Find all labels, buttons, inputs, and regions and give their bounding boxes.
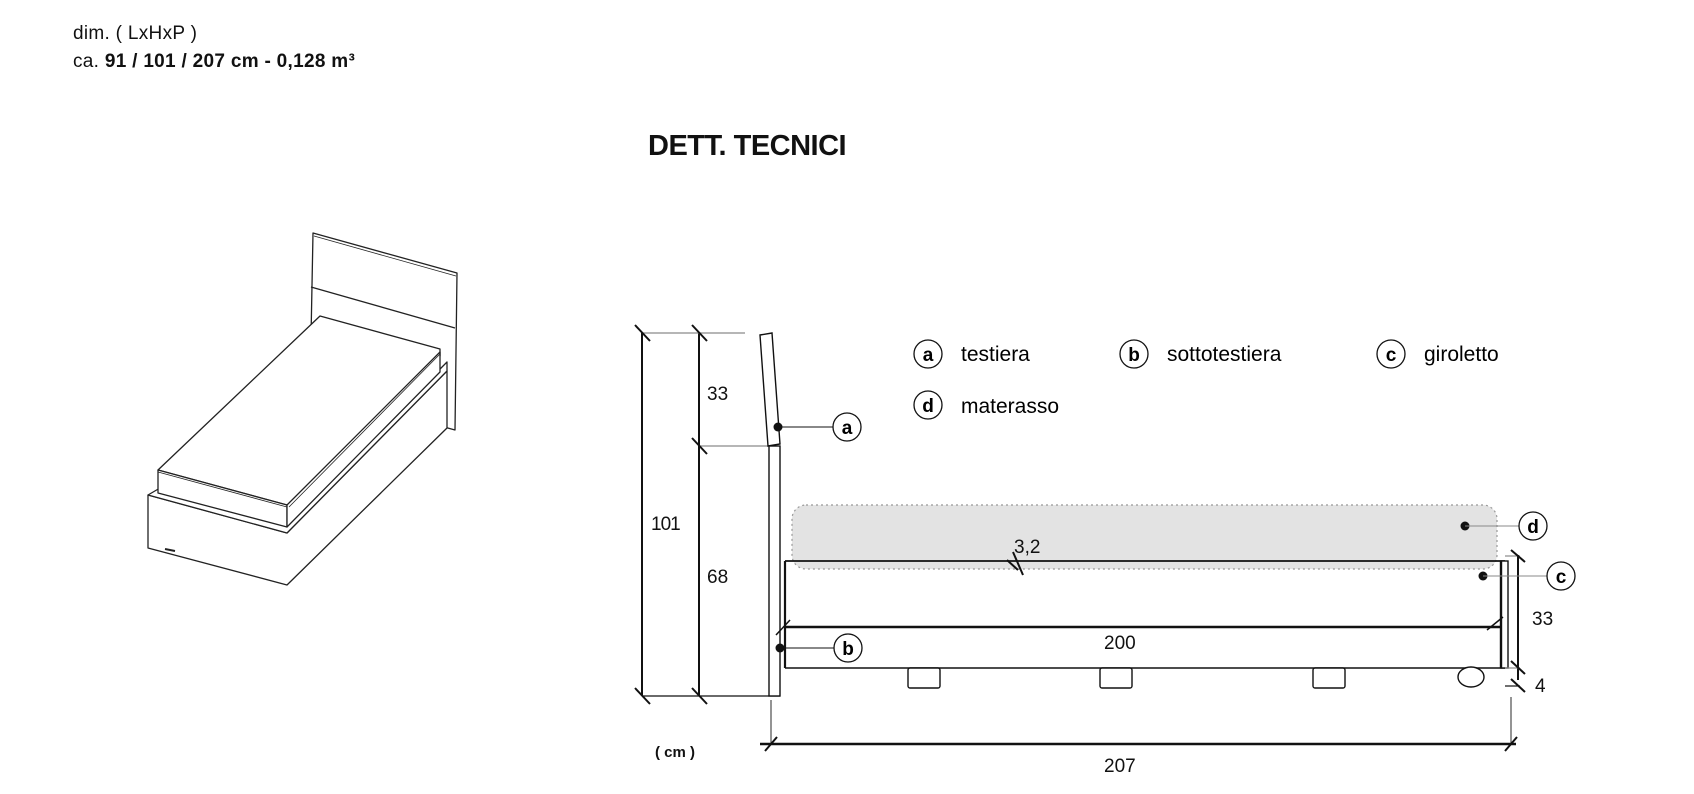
- section-title: DETT. TECNICI: [648, 130, 847, 162]
- dim-frame-height: 33: [1532, 609, 1553, 630]
- legend-item-b: b sottotestiera: [1119, 339, 1282, 369]
- callout-c: c: [1478, 561, 1576, 591]
- dimensions-prefix: ca.: [73, 51, 100, 72]
- dim-lower-height: 68: [707, 567, 728, 588]
- dimensions-label: dim. ( LxHxP ): [73, 23, 198, 44]
- unit-label: ( cm ): [655, 744, 695, 761]
- dimensions-numbers: 91 / 101 / 207 cm - 0,128 m³: [104, 51, 356, 72]
- svg-text:d: d: [922, 396, 934, 417]
- legend: a testiera b sottotestiera c giroletto d…: [913, 339, 1499, 420]
- svg-text:b: b: [1128, 345, 1140, 366]
- isometric-bed-illustration: [147, 232, 458, 586]
- svg-text:d: d: [1527, 517, 1539, 538]
- svg-text:b: b: [842, 639, 854, 660]
- dim-total-length: 207: [1104, 756, 1136, 777]
- svg-text:materasso: materasso: [961, 395, 1059, 418]
- dimension-labels: 101 33 68 3,2 200 33 4 207 ( cm ): [651, 384, 1553, 777]
- svg-text:testiera: testiera: [961, 343, 1030, 366]
- dim-mattress-thickness: 3,2: [1014, 537, 1040, 558]
- legend-item-c: c giroletto: [1376, 339, 1499, 369]
- dimensions-values: ca. 91 / 101 / 207 cm - 0,128 m³: [73, 48, 355, 76]
- callout-b: b: [775, 633, 863, 663]
- svg-text:a: a: [842, 418, 853, 439]
- callout-a: a: [773, 412, 862, 442]
- dim-frame-length: 200: [1104, 633, 1136, 654]
- svg-text:c: c: [1386, 345, 1397, 366]
- dim-foot-height: 4: [1535, 676, 1546, 697]
- legend-item-d: d materasso: [913, 390, 1059, 420]
- svg-text:giroletto: giroletto: [1424, 343, 1499, 366]
- dim-headboard-height: 33: [707, 384, 728, 405]
- svg-text:sottotestiera: sottotestiera: [1167, 343, 1282, 366]
- svg-text:c: c: [1556, 567, 1567, 588]
- dim-total-height: 101: [651, 514, 680, 535]
- svg-text:a: a: [923, 345, 934, 366]
- dimensions-header: dim. ( LxHxP ) ca. 91 / 101 / 207 cm - 0…: [73, 20, 355, 76]
- legend-item-a: a testiera: [913, 339, 1030, 369]
- callout-d: d: [1460, 511, 1548, 541]
- side-elevation-drawing: [634, 324, 1526, 752]
